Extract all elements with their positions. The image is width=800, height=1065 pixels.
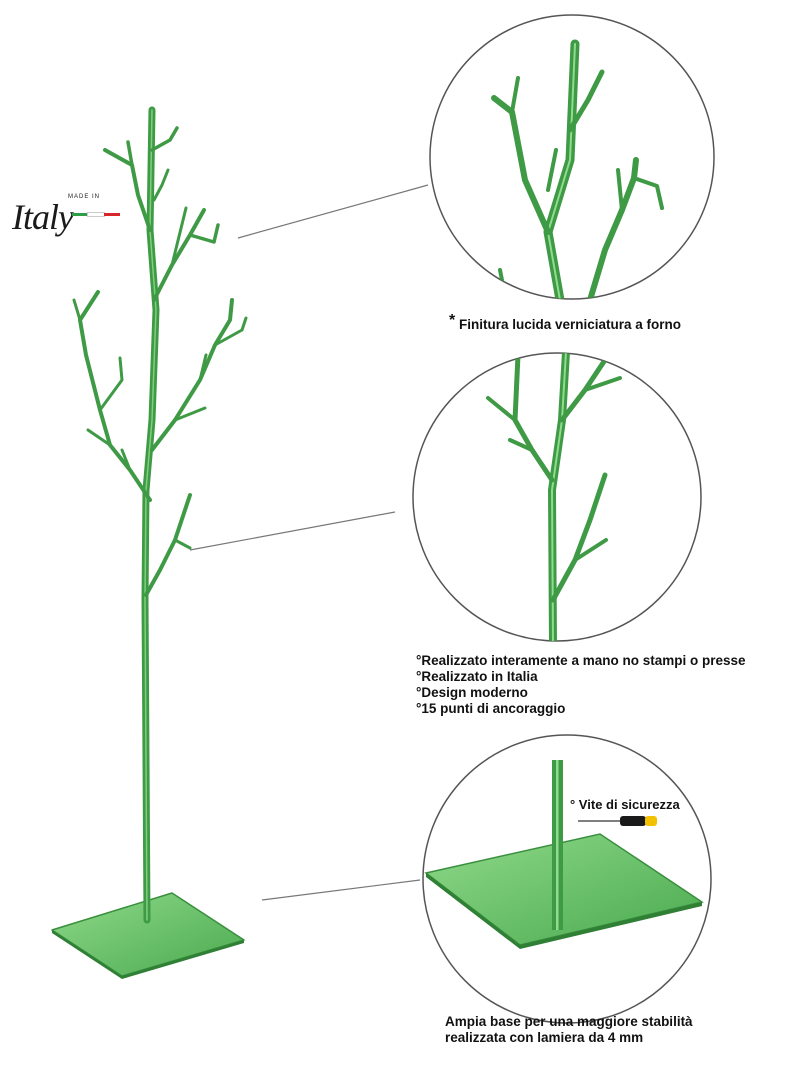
- feature-item: °Realizzato interamente a mano no stampi…: [416, 653, 746, 668]
- coat-tree-product: [51, 106, 248, 979]
- made-in-italy-logo: MADE IN Italy: [12, 192, 120, 252]
- zoom-circle-base: [422, 734, 712, 1024]
- finish-caption: * Finitura lucida verniciatura a forno: [449, 313, 681, 333]
- finish-text: Finitura lucida verniciatura a forno: [459, 317, 682, 332]
- base-caption-line1: Ampia base per una maggiore stabilità: [445, 1014, 693, 1029]
- feature-item: °Design moderno: [416, 685, 528, 700]
- zoom-circle-middle-trunk: [412, 352, 702, 642]
- logo-italy-text: Italy: [12, 197, 74, 237]
- screwdriver-icon: [578, 816, 657, 826]
- logo-made-in-text: MADE IN: [68, 194, 101, 200]
- feature-item: °Realizzato in Italia: [416, 669, 538, 684]
- zoom-circle-top-branches: [429, 14, 715, 300]
- base-caption: Ampia base per una maggiore stabilità re…: [445, 1014, 693, 1046]
- feature-item: °15 punti di ancoraggio: [416, 701, 566, 716]
- callout-lines: [189, 184, 429, 901]
- features-list: °Realizzato interamente a mano no stampi…: [416, 653, 746, 717]
- screw-caption: ° Vite di sicurezza: [570, 797, 680, 812]
- italian-flag-stripe: [72, 203, 120, 217]
- finish-asterisk: *: [449, 312, 456, 329]
- base-caption-line2: realizzata con lamiera da 4 mm: [445, 1030, 644, 1045]
